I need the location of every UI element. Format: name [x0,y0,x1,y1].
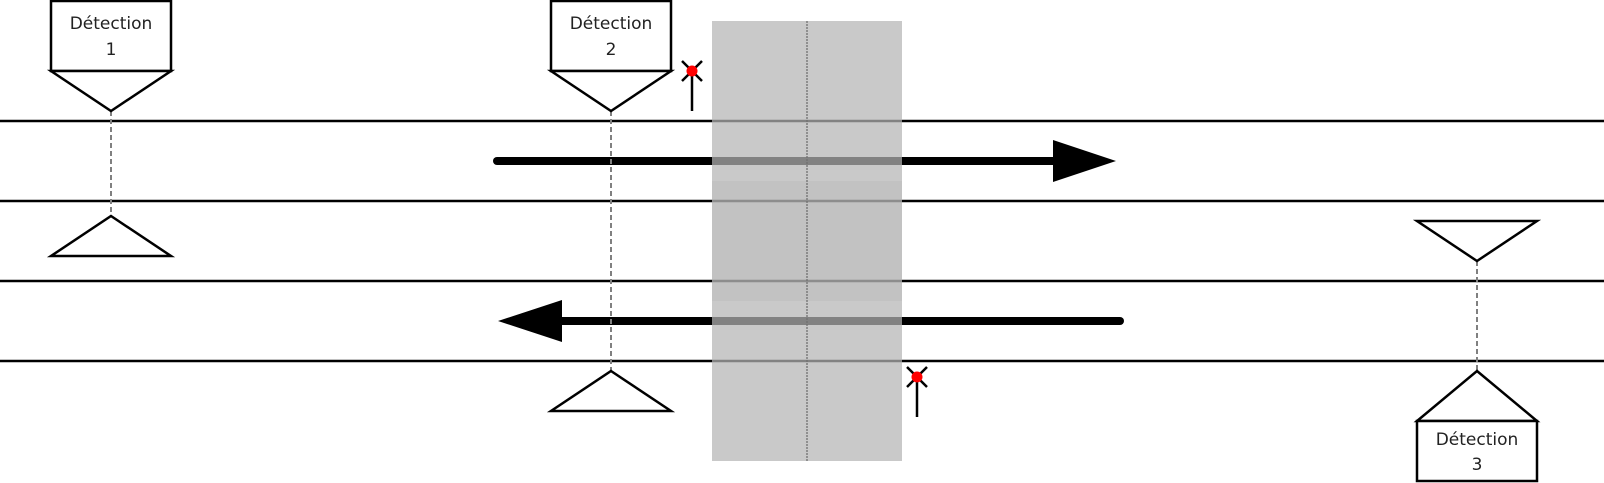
detector-sensor-up-icon [1413,369,1541,423]
detector-1-label-line2: 1 [106,40,117,60]
detector-2-label-line1: Détection [570,14,653,34]
detector-2-receiver-icon [546,369,676,413]
detector-1-label-line1: Détection [70,14,153,34]
arrow-head-right-icon [1053,140,1116,182]
detector-3-emitter-icon [1412,219,1542,263]
signal-2[interactable] [906,366,928,417]
detector-2-label-line2: 2 [606,40,617,60]
signal-light-red-icon [911,371,923,383]
detector-1-receiver-icon [46,214,176,258]
detector-sensor-down-icon [46,69,176,113]
detector-sensor-down-icon [546,69,676,113]
signal-1[interactable] [681,60,703,111]
arrow-head-left-icon [498,300,562,342]
detector-1[interactable]: Détection 1 [46,0,176,113]
detector-3-label-line1: Détection [1436,430,1519,450]
crossing-zone[interactable] [712,21,902,461]
detector-3[interactable]: Détection 3 [1413,369,1541,483]
detector-2[interactable]: Détection 2 [546,0,676,113]
detector-3-label-line2: 3 [1472,455,1483,475]
detector-links [110,111,1478,371]
signal-light-red-icon [686,65,698,77]
